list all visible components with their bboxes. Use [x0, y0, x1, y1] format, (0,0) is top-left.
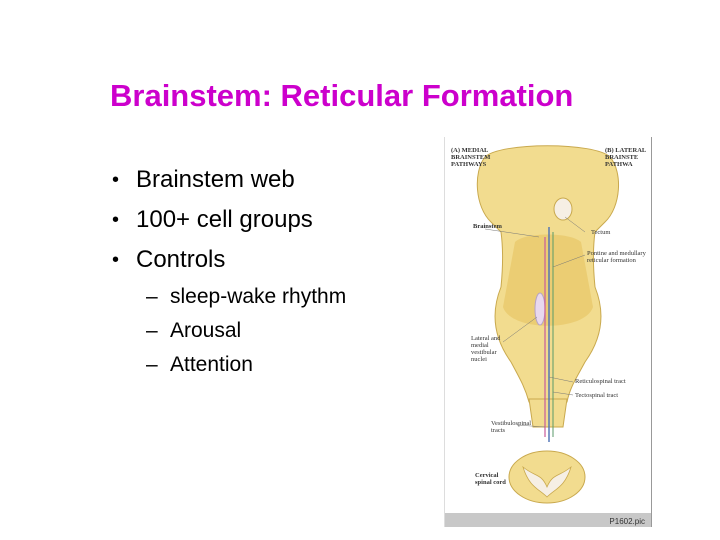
sub-bullet-item: –Arousal — [146, 314, 346, 348]
bullet-marker: • — [112, 249, 120, 271]
sub-bullet-list: –sleep-wake rhythm –Arousal –Attention — [146, 280, 346, 382]
sub-bullet-text: Arousal — [170, 319, 242, 342]
gray-matter — [522, 465, 572, 498]
bullet-marker: • — [112, 209, 120, 231]
bullet-text: 100+ cell groups — [136, 206, 313, 233]
figure-code: P1602.pic — [609, 517, 645, 526]
sub-bullet-marker: – — [146, 285, 158, 308]
figure-label-pontine: Pontine and medullary reticular formatio… — [587, 250, 646, 264]
brainstem-figure: (A) MEDIAL BRAINSTEM PATHWAYS (B) LATERA… — [444, 137, 652, 527]
sub-bullet-item: –Attention — [146, 348, 346, 382]
pons-shading — [503, 234, 593, 326]
sub-bullet-text: sleep-wake rhythm — [170, 285, 347, 308]
sub-bullet-marker: – — [146, 319, 158, 342]
sub-bullet-marker: – — [146, 353, 158, 376]
figure-label-tectospinal: Tectospinal tract — [575, 392, 619, 399]
figure-caption-bar: P1602.pic — [445, 513, 651, 527]
figure-label-a: (A) MEDIAL BRAINSTEM PATHWAYS — [451, 147, 491, 168]
sub-bullet-item: –sleep-wake rhythm — [146, 280, 346, 314]
bullet-list: • Brainstem web • 100+ cell groups • Contro… — [112, 160, 313, 280]
figure-label-tectum: Tectum — [591, 229, 611, 236]
bullet-item: • Controls — [112, 240, 313, 280]
figure-label-brainstem: Brainstem — [473, 223, 502, 230]
spinal-cord-section — [508, 450, 586, 504]
slide-title: Brainstem: Reticular Formation — [110, 78, 574, 113]
bullet-marker: • — [112, 169, 120, 191]
figure-label-reticulospinal: Reticulospinal tract — [575, 378, 626, 385]
bullet-text: Controls — [136, 246, 226, 273]
figure-label-cervical: Cervical spinal cord — [475, 472, 506, 486]
brainstem-illustration — [476, 145, 620, 504]
colliculus — [553, 197, 573, 221]
vestibular-nucleus — [534, 292, 546, 326]
figure-label-vestibulospinal: Vestibulospinal tracts — [491, 420, 532, 434]
bullet-text: Brainstem web — [136, 166, 295, 193]
medulla-shape — [528, 398, 568, 428]
sub-bullet-text: Attention — [170, 353, 253, 376]
bullet-item: • Brainstem web — [112, 160, 313, 200]
figure-label-b: (B) LATERAL BRAINSTE PATHWA — [605, 147, 646, 168]
bullet-item: • 100+ cell groups — [112, 200, 313, 240]
figure-label-vestibular-nuclei: Lateral and medial vestibular nuclei — [471, 335, 501, 363]
